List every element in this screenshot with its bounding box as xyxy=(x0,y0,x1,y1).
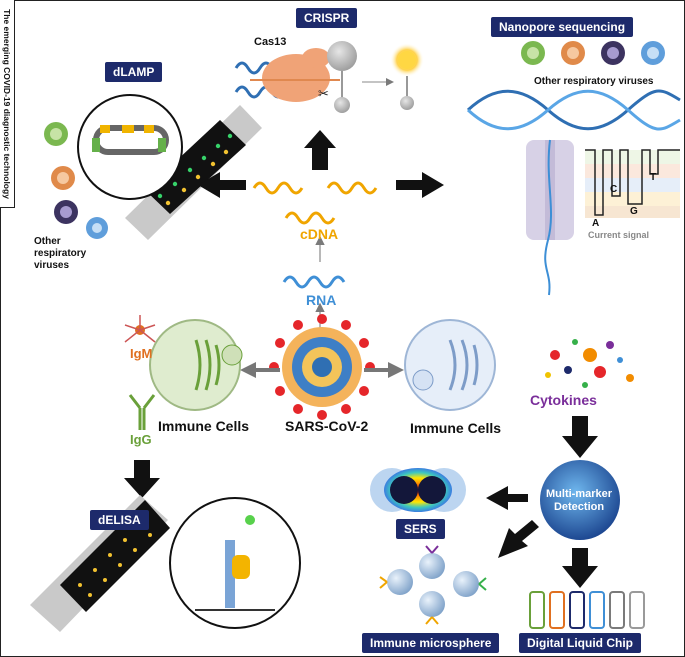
side-title: The emerging COVID-19 diagnostic technol… xyxy=(0,0,15,208)
cas13-label: Cas13 xyxy=(254,36,287,48)
other-viruses-left-line-2: respiratory xyxy=(34,248,87,259)
dlamp-title: dLAMP xyxy=(105,62,163,82)
immune-cell-right xyxy=(404,319,496,411)
digital-liquid-chip-title: Digital Liquid Chip xyxy=(519,633,641,653)
dlamp-magnifier xyxy=(77,94,183,200)
immune-cells-right-label: Immune Cells xyxy=(410,420,502,436)
crispr-title: CRISPR xyxy=(296,8,358,28)
sars-cov-2-virus xyxy=(269,314,375,420)
multi-marker-label: Multi-marker Detection xyxy=(546,488,612,514)
current-signal-label: Current signal xyxy=(588,230,650,240)
rna-waves xyxy=(282,275,346,289)
other-viruses-left-line-3: viruses xyxy=(34,260,70,271)
base-t: T xyxy=(650,172,657,183)
base-c: C xyxy=(610,184,618,195)
other-viruses-top-label: Other respiratory viruses xyxy=(534,76,654,87)
svg-text:✂: ✂ xyxy=(318,86,329,101)
sers-particles xyxy=(370,468,466,512)
base-g: G xyxy=(630,206,638,217)
arrow-to-nanopore xyxy=(396,172,444,198)
multi-marker-sphere xyxy=(540,460,620,540)
crispr-illustration: ✂ xyxy=(234,41,424,113)
nanopore-viruses xyxy=(521,41,665,65)
dna-double-helix xyxy=(466,89,681,131)
arrow-to-left-cell xyxy=(240,362,280,378)
sars-cov-2-label: SARS-CoV-2 xyxy=(285,418,369,434)
igg-antibody xyxy=(128,394,156,430)
cytokine-dots xyxy=(545,339,634,388)
arrow-to-liquid-chip xyxy=(562,548,598,588)
nanopore-pore xyxy=(526,139,574,296)
arrow-to-delisa xyxy=(124,460,160,498)
igg-label: IgG xyxy=(130,432,152,447)
base-a: A xyxy=(592,218,600,229)
dlamp-chip xyxy=(125,105,262,240)
dlamp-viruses xyxy=(44,122,108,239)
arrow-to-dlamp xyxy=(198,172,246,198)
arrow-to-sers xyxy=(486,486,528,510)
rna-label: RNA xyxy=(306,292,337,308)
nanopore-title: Nanopore sequencing xyxy=(491,17,634,37)
delisa-title: dELISA xyxy=(90,510,149,530)
other-viruses-left-line-1: Other xyxy=(34,236,61,247)
delisa-magnifier xyxy=(169,497,301,629)
other-viruses-left-label: Other respiratory viruses xyxy=(34,236,86,272)
arrow-to-right-cell xyxy=(364,362,404,378)
multi-marker-line-2: Detection xyxy=(553,501,605,513)
current-signal-trace xyxy=(585,149,680,218)
immune-cells-left-label: Immune Cells xyxy=(158,418,250,434)
cytokines-label: Cytokines xyxy=(530,392,597,408)
sers-title: SERS xyxy=(396,519,445,539)
arrow-to-microsphere xyxy=(498,520,539,558)
multi-marker-line-1: Multi-marker xyxy=(546,488,613,500)
immune-cell-left xyxy=(149,319,243,411)
igm-antibody xyxy=(124,315,156,343)
cdna-waves xyxy=(252,181,378,225)
liquid-chip-tubes xyxy=(529,591,645,629)
immune-microspheres xyxy=(379,545,487,625)
side-title-text: The emerging COVID-19 diagnostic technol… xyxy=(2,8,12,199)
cdna-label: cDNA xyxy=(300,226,339,242)
arrow-to-multimarker xyxy=(562,416,598,458)
igm-label: IgM xyxy=(130,346,153,361)
immune-microsphere-title: Immune microsphere xyxy=(362,633,500,653)
arrow-to-crispr xyxy=(304,130,336,170)
